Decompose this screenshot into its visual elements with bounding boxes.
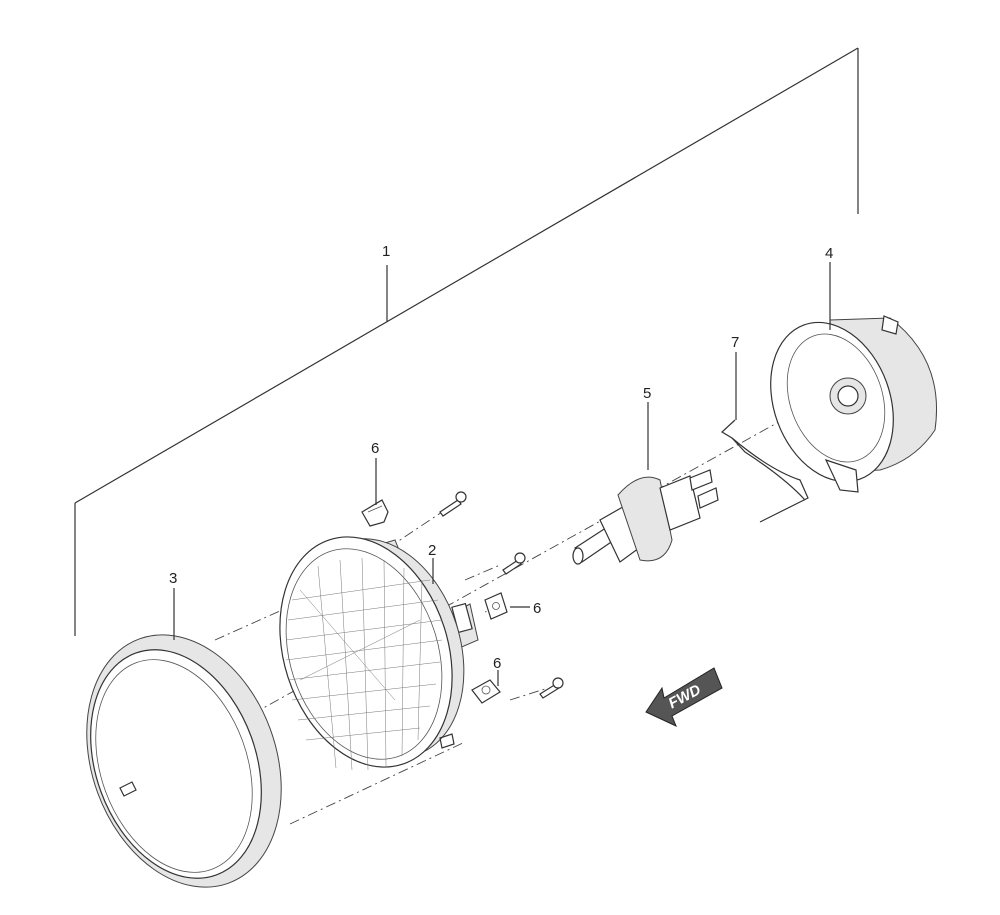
screw-middle: [502, 552, 526, 575]
fwd-arrow: FWD: [645, 667, 723, 727]
part-6-nut-lower: [471, 679, 501, 704]
part-4-housing: [770, 315, 938, 493]
callout-3: 3: [169, 570, 177, 587]
part-6-nut-middle: [484, 592, 508, 620]
assembly-bracket: [74, 47, 859, 636]
callout-7: 7: [731, 334, 739, 351]
part-5-bulb: [572, 469, 719, 565]
part-3-headlight-rim: [86, 634, 282, 888]
callout-leaders: [173, 262, 831, 686]
callout-6-upper: 6: [371, 440, 379, 457]
part-2-lens-unit: [279, 536, 479, 771]
callout-1: 1: [382, 243, 390, 260]
screw-lower: [539, 677, 564, 699]
callout-6-middle: 6: [533, 600, 541, 617]
screw-upper: [439, 491, 467, 517]
callout-2: 2: [428, 542, 436, 559]
callout-4: 4: [825, 245, 833, 262]
lens-pattern: [285, 557, 443, 771]
callout-5: 5: [643, 385, 651, 402]
part-7-spring-clip: [721, 419, 809, 523]
callout-6-lower: 6: [493, 655, 501, 672]
part-6-clip-upper: [361, 499, 389, 527]
